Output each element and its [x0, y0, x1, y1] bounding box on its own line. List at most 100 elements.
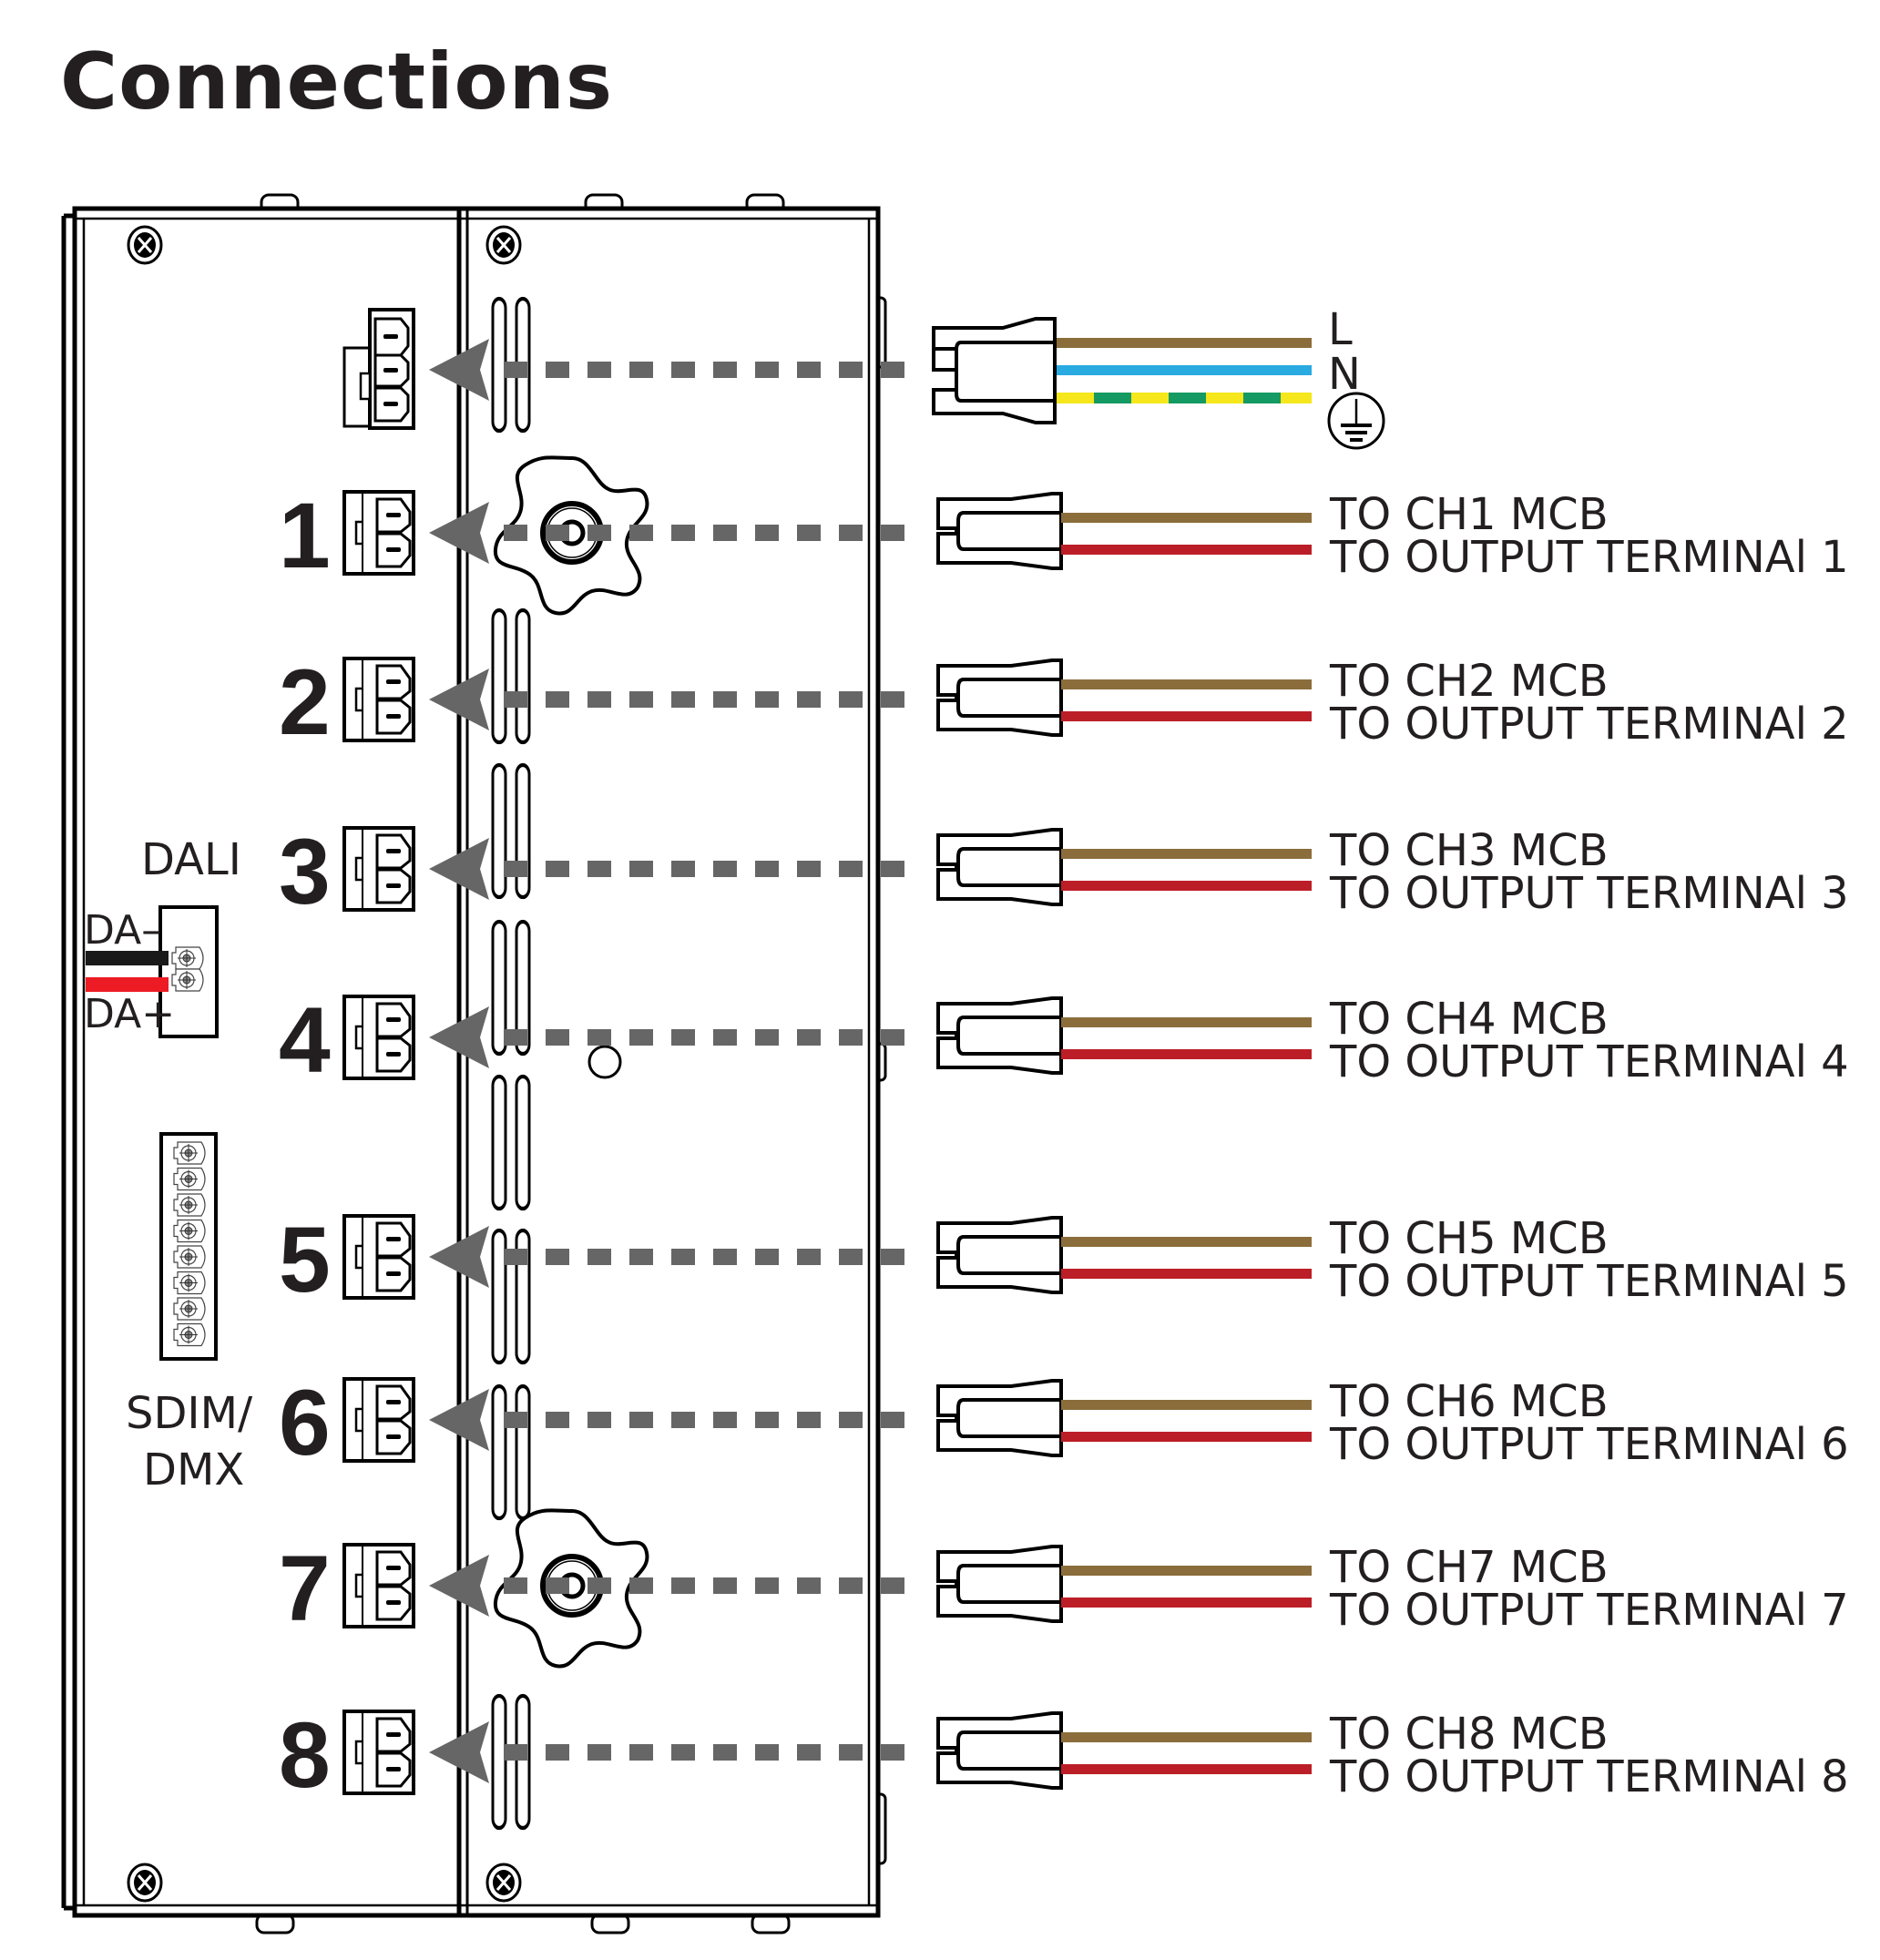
- mains-plug: [932, 317, 1057, 424]
- arrow-dash: [504, 1577, 527, 1594]
- arrow-head-icon: [429, 1006, 489, 1068]
- mcb-wire: [1061, 1237, 1312, 1247]
- channel-output-socket[interactable]: [342, 995, 415, 1080]
- channel-output-socket[interactable]: [342, 826, 415, 912]
- mcb-wire: [1061, 1400, 1312, 1410]
- arrow-dash: [755, 525, 779, 541]
- channel-output-socket[interactable]: [342, 657, 415, 742]
- channel-number: 5: [279, 1208, 331, 1312]
- screw-icon: [485, 1863, 522, 1903]
- arrow-dash: [588, 1412, 611, 1428]
- channel-plug[interactable]: [936, 1711, 1063, 1790]
- connection-arrow: [429, 1721, 904, 1783]
- arrow-dash: [755, 362, 779, 378]
- sdim-dmx-terminal: [173, 1167, 206, 1191]
- dali-plus-label: DA+: [84, 991, 175, 1037]
- arrow-dash: [588, 525, 611, 541]
- arrow-dash: [546, 861, 569, 877]
- output-terminal-label: TO OUTPUT TERMINAl 1: [1329, 532, 1849, 583]
- mcb-wire: [1061, 849, 1312, 859]
- channel-number: 8: [279, 1703, 331, 1807]
- output-terminal-label: TO OUTPUT TERMINAl 5: [1329, 1256, 1849, 1307]
- arrow-dash: [797, 1029, 821, 1046]
- channel-plug[interactable]: [936, 492, 1063, 570]
- arrow-dash: [839, 1029, 863, 1046]
- arrow-dash: [504, 1249, 527, 1265]
- arrow-dash: [629, 1249, 653, 1265]
- mcb-label: TO CH1 MCB: [1329, 489, 1609, 540]
- arrow-dash: [797, 525, 821, 541]
- arrow-dash: [797, 861, 821, 877]
- arrow-dash: [629, 525, 653, 541]
- arrow-dash: [797, 1412, 821, 1428]
- sdim-dmx-terminal: [173, 1297, 206, 1321]
- sdim-dmx-terminal: [173, 1219, 206, 1243]
- screw-icon: [127, 1863, 163, 1903]
- neutral-label: N: [1328, 349, 1361, 400]
- dali-section: DALI DA– DA+: [84, 834, 241, 1038]
- arrow-dash: [797, 1744, 821, 1761]
- arrow-dash: [629, 1577, 653, 1594]
- channel-plug[interactable]: [936, 1545, 1063, 1623]
- arrow-dash: [588, 691, 611, 708]
- output-wire: [1061, 1598, 1312, 1608]
- mcb-label: TO CH6 MCB: [1329, 1376, 1609, 1427]
- arrow-dash: [839, 691, 863, 708]
- arrow-dash: [713, 362, 737, 378]
- channel-plug[interactable]: [936, 996, 1063, 1075]
- arrow-dash: [839, 362, 863, 378]
- arrow-dash: [629, 362, 653, 378]
- sdim-dmx-terminal: [173, 1193, 206, 1217]
- arrow-dash: [671, 1412, 695, 1428]
- arrow-dash: [671, 1744, 695, 1761]
- channel-output-socket[interactable]: [342, 1214, 415, 1300]
- channel-plug[interactable]: [936, 828, 1063, 906]
- connection-arrow: [429, 838, 904, 900]
- mcb-label: TO CH5 MCB: [1329, 1213, 1609, 1264]
- earth-wire-segment: [1131, 393, 1169, 403]
- arrow-dash: [713, 1029, 737, 1046]
- arrow-dash: [671, 525, 695, 541]
- output-terminal-label: TO OUTPUT TERMINAl 6: [1329, 1419, 1849, 1470]
- earth-wire-segment: [1243, 393, 1281, 403]
- channel-output-socket[interactable]: [342, 490, 415, 576]
- output-terminal-label: TO OUTPUT TERMINAl 3: [1329, 868, 1849, 919]
- mains-cable: L N: [932, 304, 1385, 450]
- arrow-head-icon: [429, 669, 489, 730]
- arrow-dash: [881, 1249, 904, 1265]
- arrow-dash: [713, 1249, 737, 1265]
- channel-plug[interactable]: [936, 658, 1063, 737]
- output-wire: [1061, 545, 1312, 555]
- channel-output-socket[interactable]: [342, 1710, 415, 1795]
- connection-arrow: [429, 669, 904, 730]
- arrow-dash: [797, 691, 821, 708]
- sdim-dmx-terminal: [173, 1141, 206, 1165]
- page-title: Connections: [60, 36, 614, 128]
- mcb-wire: [1061, 1017, 1312, 1027]
- mcb-label: TO CH7 MCB: [1329, 1542, 1609, 1593]
- channel-plug[interactable]: [936, 1216, 1063, 1294]
- channel-output-socket[interactable]: [342, 1377, 415, 1463]
- arrow-dash: [546, 1029, 569, 1046]
- dali-plus-wire: [86, 977, 169, 992]
- channel-number: 1: [279, 484, 331, 587]
- channel-plug[interactable]: [936, 1379, 1063, 1457]
- channel-output-socket[interactable]: [342, 1543, 415, 1628]
- mcb-label: TO CH2 MCB: [1329, 656, 1609, 707]
- arrow-dash: [713, 861, 737, 877]
- mcb-label: TO CH3 MCB: [1329, 825, 1609, 876]
- mcb-label: TO CH4 MCB: [1329, 994, 1609, 1045]
- arrow-dash: [629, 1412, 653, 1428]
- earth-wire-segment: [1206, 393, 1243, 403]
- arrow-dash: [713, 691, 737, 708]
- arrow-dash: [755, 1744, 779, 1761]
- dali-terminal-plus: [171, 968, 204, 992]
- live-label: L: [1328, 304, 1353, 355]
- arrow-dash: [504, 1029, 527, 1046]
- arrow-dash: [713, 1412, 737, 1428]
- dali-label: DALI: [141, 834, 241, 885]
